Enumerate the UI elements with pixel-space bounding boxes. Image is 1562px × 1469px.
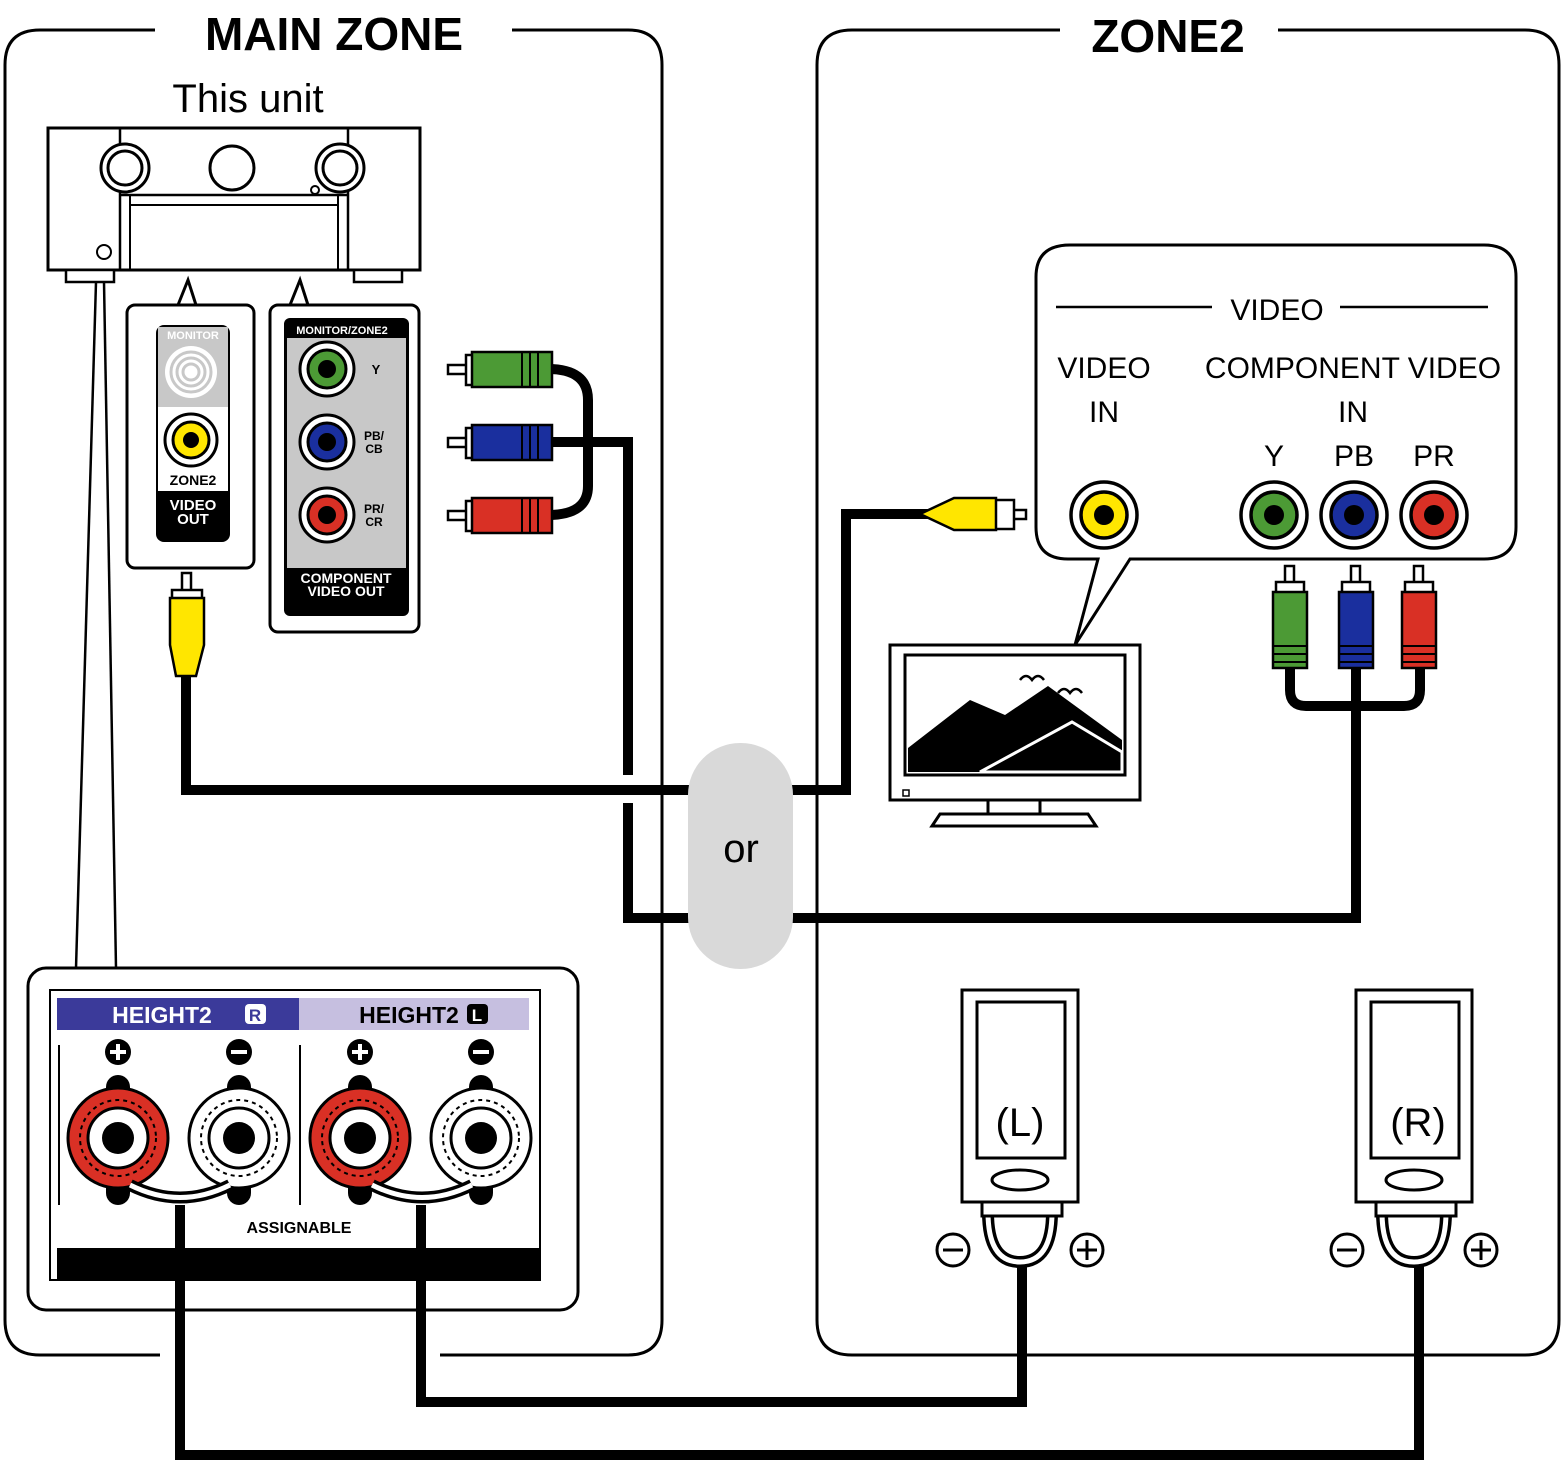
tv-input-callout: [1034, 243, 1518, 646]
tv-component-in-label-2: IN: [1338, 396, 1368, 429]
video-out-label-1: VIDEO: [170, 497, 217, 514]
composite-plug-tv: [917, 496, 1028, 532]
component-footer-2: VIDEO OUT: [307, 583, 384, 599]
tv-video-group-title: VIDEO: [1230, 294, 1323, 327]
assignable-label: ASSIGNABLE: [247, 1220, 352, 1237]
height2-r-badge: R: [249, 1006, 261, 1025]
component-out-y-jack: [298, 340, 356, 398]
height2-r-label: HEIGHT2: [112, 1002, 212, 1028]
component-cable: [548, 437, 1361, 923]
component-plug-pr: [446, 496, 554, 535]
component-plug-tv-y: [1271, 564, 1309, 670]
tv-video-in-label-1: VIDEO: [1057, 352, 1150, 385]
height2-l-label: HEIGHT2: [359, 1002, 459, 1028]
component-out-y-label: Y: [372, 362, 381, 377]
tv-component-pb-jack: [1319, 480, 1389, 550]
tv-component-pr-jack: [1399, 480, 1469, 550]
component-out-pr-label-1: PR/: [364, 502, 385, 516]
component-out-pr-label-2: CR: [365, 515, 383, 529]
composite-cable: [181, 509, 930, 795]
component-out-pr-jack: [298, 486, 356, 544]
tv-pb-label: PB: [1334, 440, 1374, 473]
binding-post-height2l-plus: [308, 1075, 412, 1205]
composite-plug-receiver: [168, 571, 206, 678]
speaker-wire-to-right: [175, 1205, 1424, 1460]
zone2-title: ZONE2: [1091, 10, 1244, 62]
speaker-left-label: (L): [996, 1101, 1045, 1145]
video-out-label-2: OUT: [177, 511, 209, 528]
component-panel-header: MONITOR/ZONE2: [296, 325, 387, 337]
component-plug-tv-pb: [1337, 564, 1375, 670]
height2-l-badge: L: [472, 1006, 482, 1025]
main-zone-title: MAIN ZONE: [205, 8, 463, 60]
component-footer-1: COMPONENT: [301, 570, 392, 586]
component-out-pb-label-1: PB/: [364, 429, 385, 443]
monitor-label: MONITOR: [167, 330, 219, 342]
binding-post-height2r-minus: [187, 1075, 291, 1205]
speaker-left-icon: [935, 988, 1105, 1269]
zone2-jack-label: ZONE2: [170, 472, 217, 488]
component-cable-bundle: [547, 364, 593, 520]
binding-post-height2l-minus: [429, 1075, 533, 1205]
tv-component-y-jack: [1239, 480, 1309, 550]
monitor-jack: [165, 346, 217, 398]
speaker-right-label: (R): [1390, 1101, 1446, 1145]
zone2-video-out-jack: [163, 412, 219, 468]
component-out-pb-jack: [298, 413, 356, 471]
tv-icon: [888, 643, 1142, 828]
zone2-frame: [815, 28, 1561, 1357]
tv-video-in-label-2: IN: [1089, 396, 1119, 429]
terminal-polarity-markers: [105, 1039, 494, 1065]
tv-component-in-label-1: COMPONENT VIDEO: [1205, 352, 1501, 385]
component-plug-pb: [446, 423, 554, 462]
or-bubble: [688, 743, 793, 969]
binding-post-height2r-plus: [66, 1075, 170, 1205]
component-plug-y: [446, 350, 554, 389]
tv-pr-label: PR: [1413, 440, 1455, 473]
component-out-pb-label-2: CB: [365, 442, 383, 456]
or-label: or: [723, 827, 759, 871]
speaker-right-icon: [1329, 988, 1499, 1269]
component-plug-tv-pr: [1400, 564, 1438, 670]
speaker-wire-to-left: [416, 1205, 1027, 1407]
tv-y-label: Y: [1264, 440, 1284, 473]
this-unit-label: This unit: [172, 77, 323, 121]
av-receiver-icon: [46, 126, 422, 284]
tv-video-in-jack: [1069, 480, 1139, 550]
main-zone-frame: [3, 28, 664, 1357]
